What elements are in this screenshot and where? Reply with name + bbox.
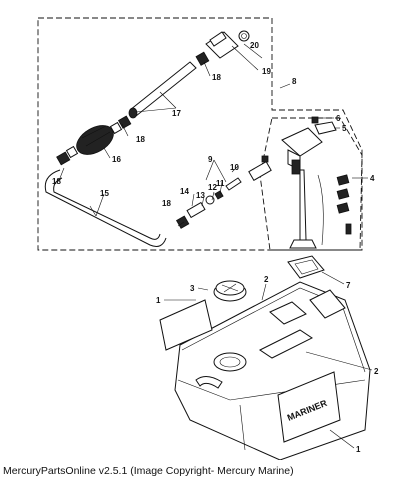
fuel-line-assembly-boundary [37,17,363,251]
callout-11: 11 [216,179,225,188]
callout-labels: 20 19 18 8 17 18 16 18 15 9 10 11 12 13 … [52,41,379,454]
callout-6: 6 [336,114,341,123]
callout-1: 1 [156,296,161,305]
image-caption: MercuryPartsOnline v2.5.1 (Image Copyrig… [3,465,294,477]
fuel-line-hose [44,169,167,247]
callout-19: 19 [262,67,271,76]
callout-18: 18 [162,199,171,208]
callout-1: 1 [356,445,361,454]
callout-10: 10 [230,163,239,172]
callout-14: 14 [180,187,189,196]
callout-16: 16 [112,155,121,164]
callout-18: 18 [52,177,61,186]
callout-2: 2 [374,367,379,376]
callout-20: 20 [250,41,259,50]
warning-decal [159,299,213,351]
callout-7: 7 [346,281,351,290]
primer-bulb [56,115,132,166]
filler-cap [213,280,247,302]
callout-15: 15 [100,189,109,198]
callout-12: 12 [208,183,217,192]
callout-4: 4 [370,174,375,183]
leader-lines [59,43,373,449]
callout-18: 18 [212,73,221,82]
fuel-tank: MARINER [174,281,371,460]
fuel-fitting-parts [175,155,272,229]
callout-17: 17 [172,109,181,118]
callout-5: 5 [342,124,347,133]
fuel-tank-exploded-diagram: MARINER [37,17,379,460]
callout-3: 3 [190,284,195,293]
callout-13: 13 [196,191,205,200]
callout-18: 18 [136,135,145,144]
tank-connector [195,30,250,66]
callout-9: 9 [208,155,213,164]
callout-8: 8 [292,77,297,86]
callout-2: 2 [264,275,269,284]
fuel-hose-segment [128,61,197,119]
fuel-pickup-assembly [281,116,352,279]
